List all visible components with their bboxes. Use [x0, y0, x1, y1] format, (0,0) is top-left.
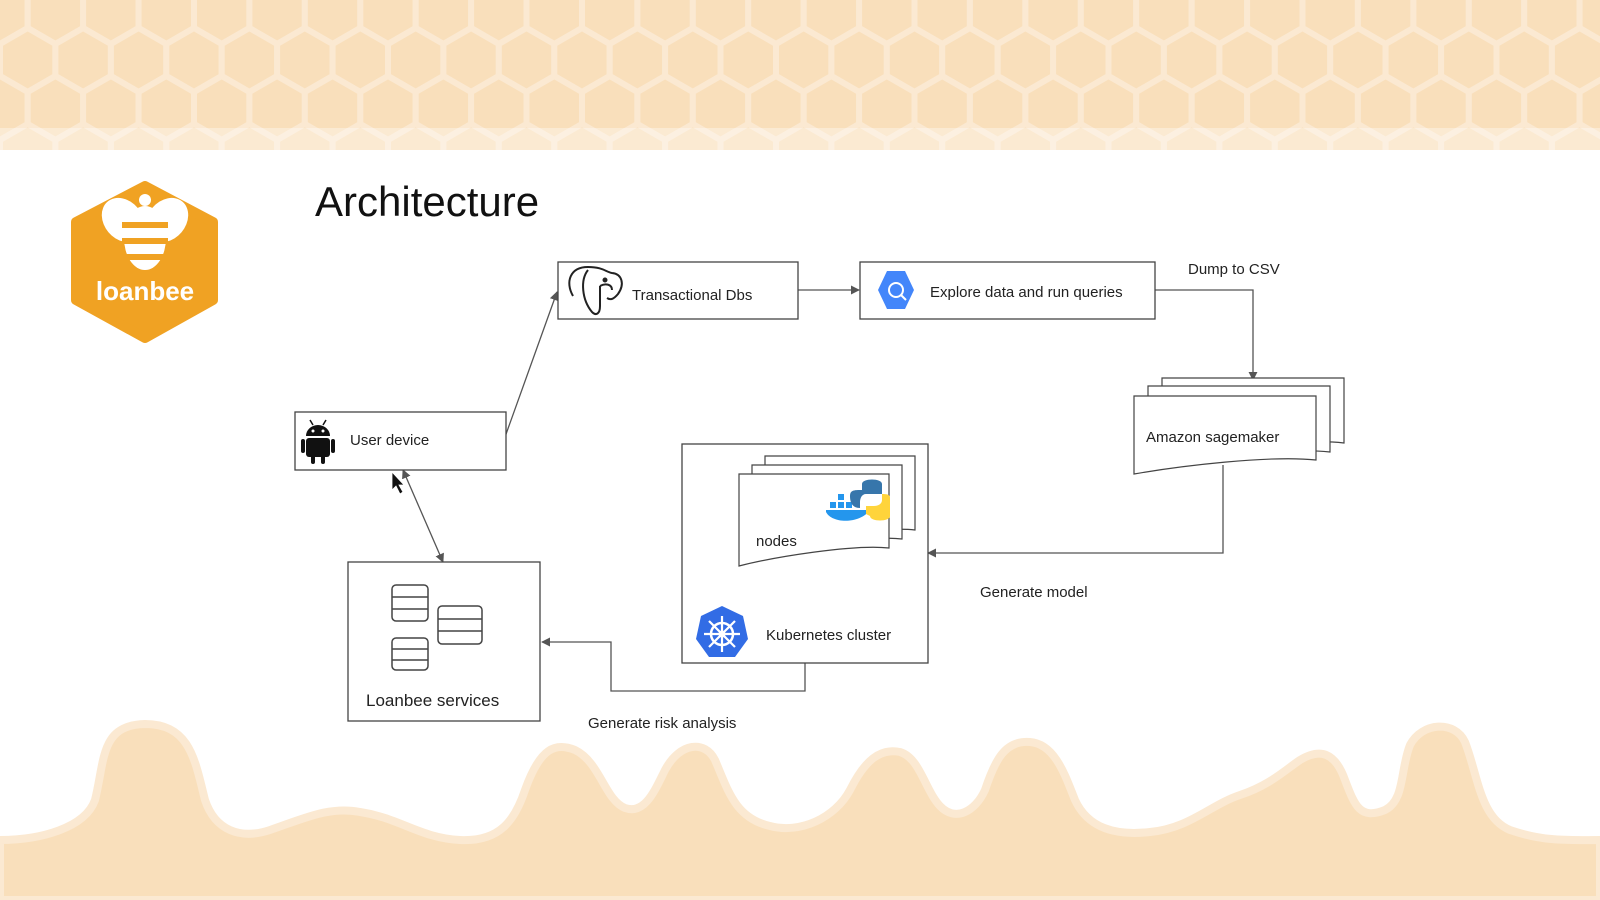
honeycomb-cell: [693, 172, 748, 236]
transactional-dbs-box: Transactional Dbs: [557, 261, 799, 320]
honeycomb-cell: [1081, 172, 1136, 236]
honeycomb-cell: [773, 120, 835, 150]
honeycomb-cell: [662, 120, 724, 150]
honeycomb-cell: [1303, 172, 1358, 236]
honeycomb-cell: [1548, 120, 1600, 150]
honeycomb-cell: [495, 120, 558, 150]
explore-data-box: Explore data and run queries: [859, 261, 1156, 320]
sagemaker-label: Amazon sagemaker: [1146, 429, 1279, 446]
honeycomb-cell: [883, 120, 946, 150]
honeycomb-cell: [1192, 172, 1247, 236]
mouse-cursor-icon: [391, 470, 405, 495]
honeycomb-cell: [329, 120, 391, 150]
honeycomb-cell: [1247, 172, 1302, 236]
honeycomb-cell: [1580, 172, 1600, 236]
honeycomb-cell: [440, 120, 502, 150]
edge-services-device: [402, 469, 444, 563]
honeycomb-cell: [1025, 172, 1080, 236]
edge-device-to-dbs: [504, 291, 559, 438]
honeycomb-cell: [1493, 120, 1555, 150]
edge-k8s-to-services: [541, 637, 806, 692]
honeycomb-pattern: [0, 0, 1600, 236]
slide-title: Architecture: [315, 178, 539, 225]
honeycomb-cell: [551, 120, 613, 150]
edge-label-dump-csv: Dump to CSV: [1188, 261, 1280, 278]
honeycomb-cell: [828, 120, 890, 150]
sagemaker-stack: Amazon sagemaker: [1133, 377, 1345, 475]
docker-icon: [826, 494, 870, 521]
loanbee-services-box: Loanbee services: [347, 561, 541, 722]
loanbee-logo: loanbee: [71, 181, 218, 343]
logo-text: loanbee: [96, 276, 194, 306]
honeycomb-cell: [1160, 120, 1223, 150]
honeycomb-cell: [1327, 120, 1389, 150]
honeycomb-cell: [606, 120, 669, 150]
user-device-label: User device: [350, 432, 429, 449]
honeycomb-cell: [1105, 120, 1167, 150]
server-icon: [391, 584, 483, 671]
honeycomb-cell: [1050, 120, 1112, 150]
honeycomb-cell: [1438, 120, 1500, 150]
honeycomb-cell: [804, 172, 859, 236]
loanbee-services-label: Loanbee services: [366, 691, 499, 710]
honeycomb-cell: [1413, 172, 1468, 236]
honeycomb-cell: [994, 120, 1057, 150]
postgresql-icon: [568, 265, 623, 315]
honeycomb-cell: [1136, 172, 1192, 236]
honeycomb-cell: [249, 172, 304, 236]
honeycomb-cell: [970, 172, 1026, 236]
honeycomb-cell: [717, 120, 779, 150]
honeycomb-cell: [915, 172, 970, 236]
honeycomb-cell: [385, 120, 447, 150]
bee-icon: [101, 194, 189, 270]
honeycomb-cell: [1469, 172, 1524, 236]
honeycomb-cell: [107, 120, 170, 150]
edge-explore-to-sagemaker: [1155, 289, 1258, 381]
honeycomb-cell: [163, 120, 225, 150]
honeycomb-cell: [1216, 120, 1278, 150]
nodes-label: nodes: [756, 533, 797, 550]
transactional-dbs-label: Transactional Dbs: [632, 287, 752, 304]
honeycomb-cell: [1358, 172, 1414, 236]
user-device-box: User device: [294, 411, 507, 471]
honeycomb-cell: [0, 172, 28, 236]
honeycomb-cell: [52, 120, 114, 150]
honeycomb-cell: [748, 172, 804, 236]
android-icon: [301, 419, 335, 464]
honeycomb-cell: [1382, 120, 1445, 150]
honeycomb-cell: [1524, 172, 1579, 236]
honeycomb-cell: [939, 120, 1001, 150]
honeycomb-cell: [218, 120, 281, 150]
kubernetes-icon: [696, 606, 748, 657]
bigquery-icon: [878, 271, 914, 309]
edge-sagemaker-to-k8s: [927, 465, 1224, 558]
honeycomb-cell: [274, 120, 336, 150]
header-fade: [0, 128, 1600, 154]
connectors: [402, 285, 1258, 692]
honey-drip-footer: [0, 719, 1600, 900]
kubernetes-label: Kubernetes cluster: [766, 627, 891, 644]
edge-label-risk-analysis: Generate risk analysis: [588, 715, 736, 732]
edge-label-generate-model: Generate model: [980, 584, 1088, 601]
explore-data-label: Explore data and run queries: [930, 284, 1123, 301]
honeycomb-cell: [1271, 120, 1334, 150]
honeycomb-cell: [637, 172, 692, 236]
honeycomb-cell: [0, 120, 59, 150]
honeycomb-cell: [859, 172, 914, 236]
python-icon: [850, 479, 890, 521]
kubernetes-cluster-box: nodes Kubernetes cluster: [681, 443, 929, 664]
honeycomb-cell: [582, 172, 637, 236]
